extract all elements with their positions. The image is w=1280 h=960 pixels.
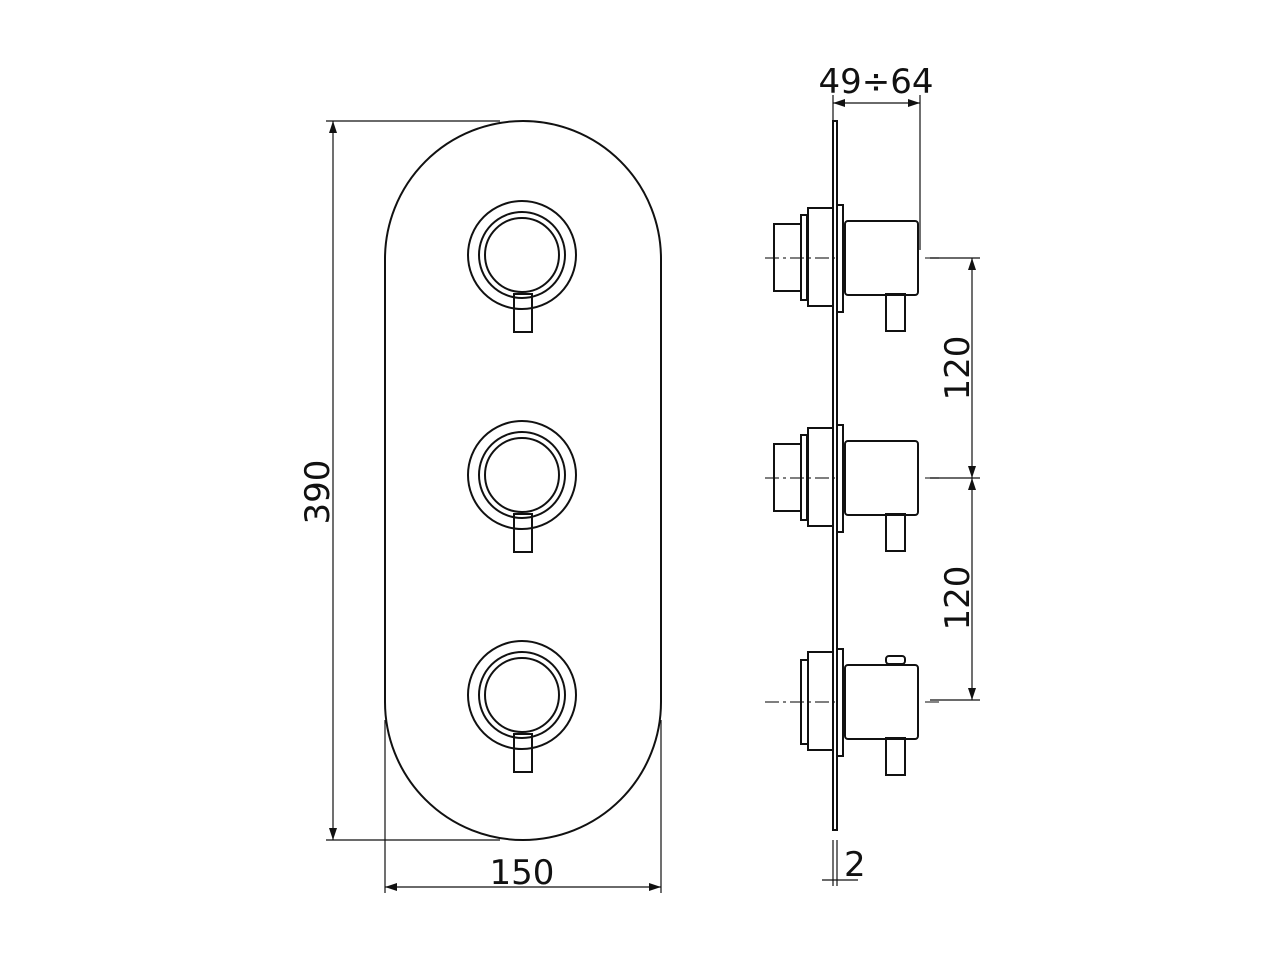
side-lever xyxy=(885,293,906,332)
width-label: 150 xyxy=(490,853,555,893)
spacing-dimension: 120 120 xyxy=(930,257,980,701)
spacing-lower-label: 120 xyxy=(938,566,978,631)
front-knob xyxy=(467,420,577,553)
height-label: 390 xyxy=(298,460,338,525)
front-plate xyxy=(384,120,662,841)
side-lever xyxy=(885,513,906,552)
front-view xyxy=(384,120,662,841)
depth-label: 49÷64 xyxy=(818,62,933,102)
side-lever xyxy=(885,737,906,776)
knob-lever xyxy=(513,293,533,333)
knob-lever xyxy=(513,733,533,773)
spacing-upper-label: 120 xyxy=(938,336,978,401)
side-knob xyxy=(765,648,940,776)
thickness-dimension: 2 xyxy=(822,840,866,886)
side-knob xyxy=(765,424,940,552)
depth-dimension: 49÷64 xyxy=(818,62,934,250)
height-dimension: 390 xyxy=(298,120,500,841)
knob-lever xyxy=(513,513,533,553)
width-dimension: 150 xyxy=(384,720,662,893)
thickness-label: 2 xyxy=(844,845,866,885)
front-knob xyxy=(467,200,577,333)
front-knob xyxy=(467,640,577,773)
side-knob xyxy=(765,204,940,332)
side-view xyxy=(765,120,940,831)
